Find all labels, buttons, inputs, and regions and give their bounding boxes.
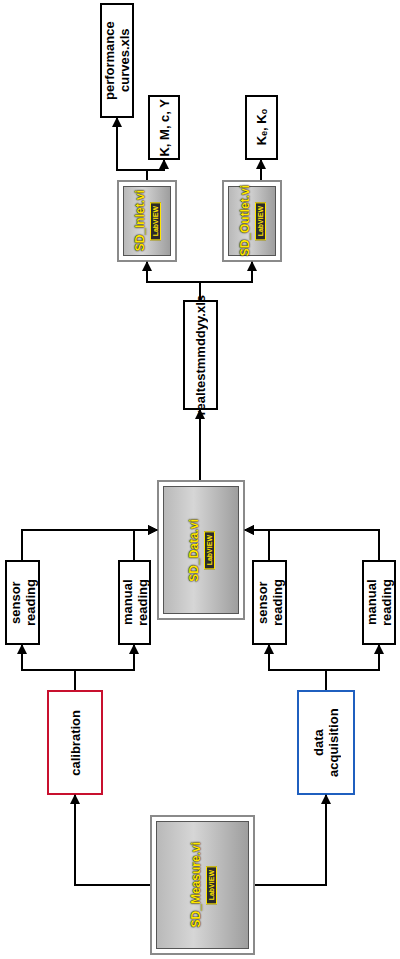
flow-arrow bbox=[22, 645, 75, 690]
data-box: manual reading bbox=[362, 560, 396, 645]
flow-arrow bbox=[260, 160, 262, 180]
software-logo: LabVIEW bbox=[255, 202, 266, 240]
software-logo: LabVIEW bbox=[150, 202, 161, 240]
flow-arrow bbox=[255, 795, 326, 885]
process-box: data acquisition bbox=[297, 690, 355, 795]
program-screenshot: SD_Outlet.viLabVIEW bbox=[222, 180, 282, 262]
program-name: SD_Data.vi bbox=[187, 519, 201, 582]
box-label: manual reading bbox=[120, 562, 150, 643]
screenshot-image: SD_Outlet.viLabVIEW bbox=[228, 186, 276, 256]
process-box: calibration bbox=[47, 690, 103, 795]
box-label: data acquisition bbox=[311, 703, 341, 783]
box-label: manual reading bbox=[364, 562, 394, 643]
flow-arrow bbox=[134, 530, 157, 560]
data-box: Kₑ, Kₒ bbox=[245, 95, 278, 160]
flow-arrow bbox=[117, 118, 147, 180]
software-logo: LabVIEW bbox=[204, 531, 215, 569]
flow-arrow bbox=[147, 262, 200, 300]
program-screenshot: SD_Measure.viLabVIEW bbox=[150, 815, 255, 955]
program-screenshot: SD_Inlet.viLabVIEW bbox=[117, 180, 177, 262]
box-label: performance curves.xls bbox=[102, 5, 132, 116]
data-box: realtestmmddyy.xls bbox=[183, 300, 218, 410]
screenshot-image: SD_Data.viLabVIEW bbox=[163, 486, 239, 614]
flow-arrow bbox=[75, 795, 150, 885]
flow-arrow bbox=[199, 410, 201, 480]
screenshot-image: SD_Measure.viLabVIEW bbox=[156, 821, 249, 949]
flow-arrow bbox=[245, 530, 379, 560]
flow-arrow bbox=[245, 530, 269, 560]
box-label: sensor reading bbox=[8, 562, 38, 643]
screenshot-image: SD_Inlet.viLabVIEW bbox=[123, 186, 171, 256]
box-label: Kₑ, Kₒ bbox=[254, 109, 269, 145]
data-box: sensor reading bbox=[252, 560, 287, 645]
flow-arrow bbox=[147, 160, 164, 180]
program-name: SD_Outlet.vi bbox=[238, 185, 252, 256]
flow-arrow bbox=[22, 530, 157, 560]
software-logo: LabVIEW bbox=[206, 866, 217, 904]
flow-arrow bbox=[200, 262, 252, 300]
flow-arrow bbox=[326, 645, 379, 690]
program-name: SD_Measure.vi bbox=[189, 842, 203, 927]
box-label: calibration bbox=[68, 710, 83, 776]
box-label: K, M, c, Y bbox=[157, 99, 172, 157]
data-box: performance curves.xls bbox=[100, 3, 134, 118]
box-label: sensor reading bbox=[255, 562, 285, 643]
data-box: sensor reading bbox=[5, 560, 40, 645]
data-box: K, M, c, Y bbox=[148, 95, 180, 160]
program-name: SD_Inlet.vi bbox=[133, 190, 147, 251]
data-box: manual reading bbox=[118, 560, 151, 645]
flow-arrow bbox=[75, 645, 134, 690]
box-label: realtestmmddyy.xls bbox=[193, 295, 208, 415]
program-screenshot: SD_Data.viLabVIEW bbox=[157, 480, 245, 620]
flow-arrow bbox=[269, 645, 326, 690]
